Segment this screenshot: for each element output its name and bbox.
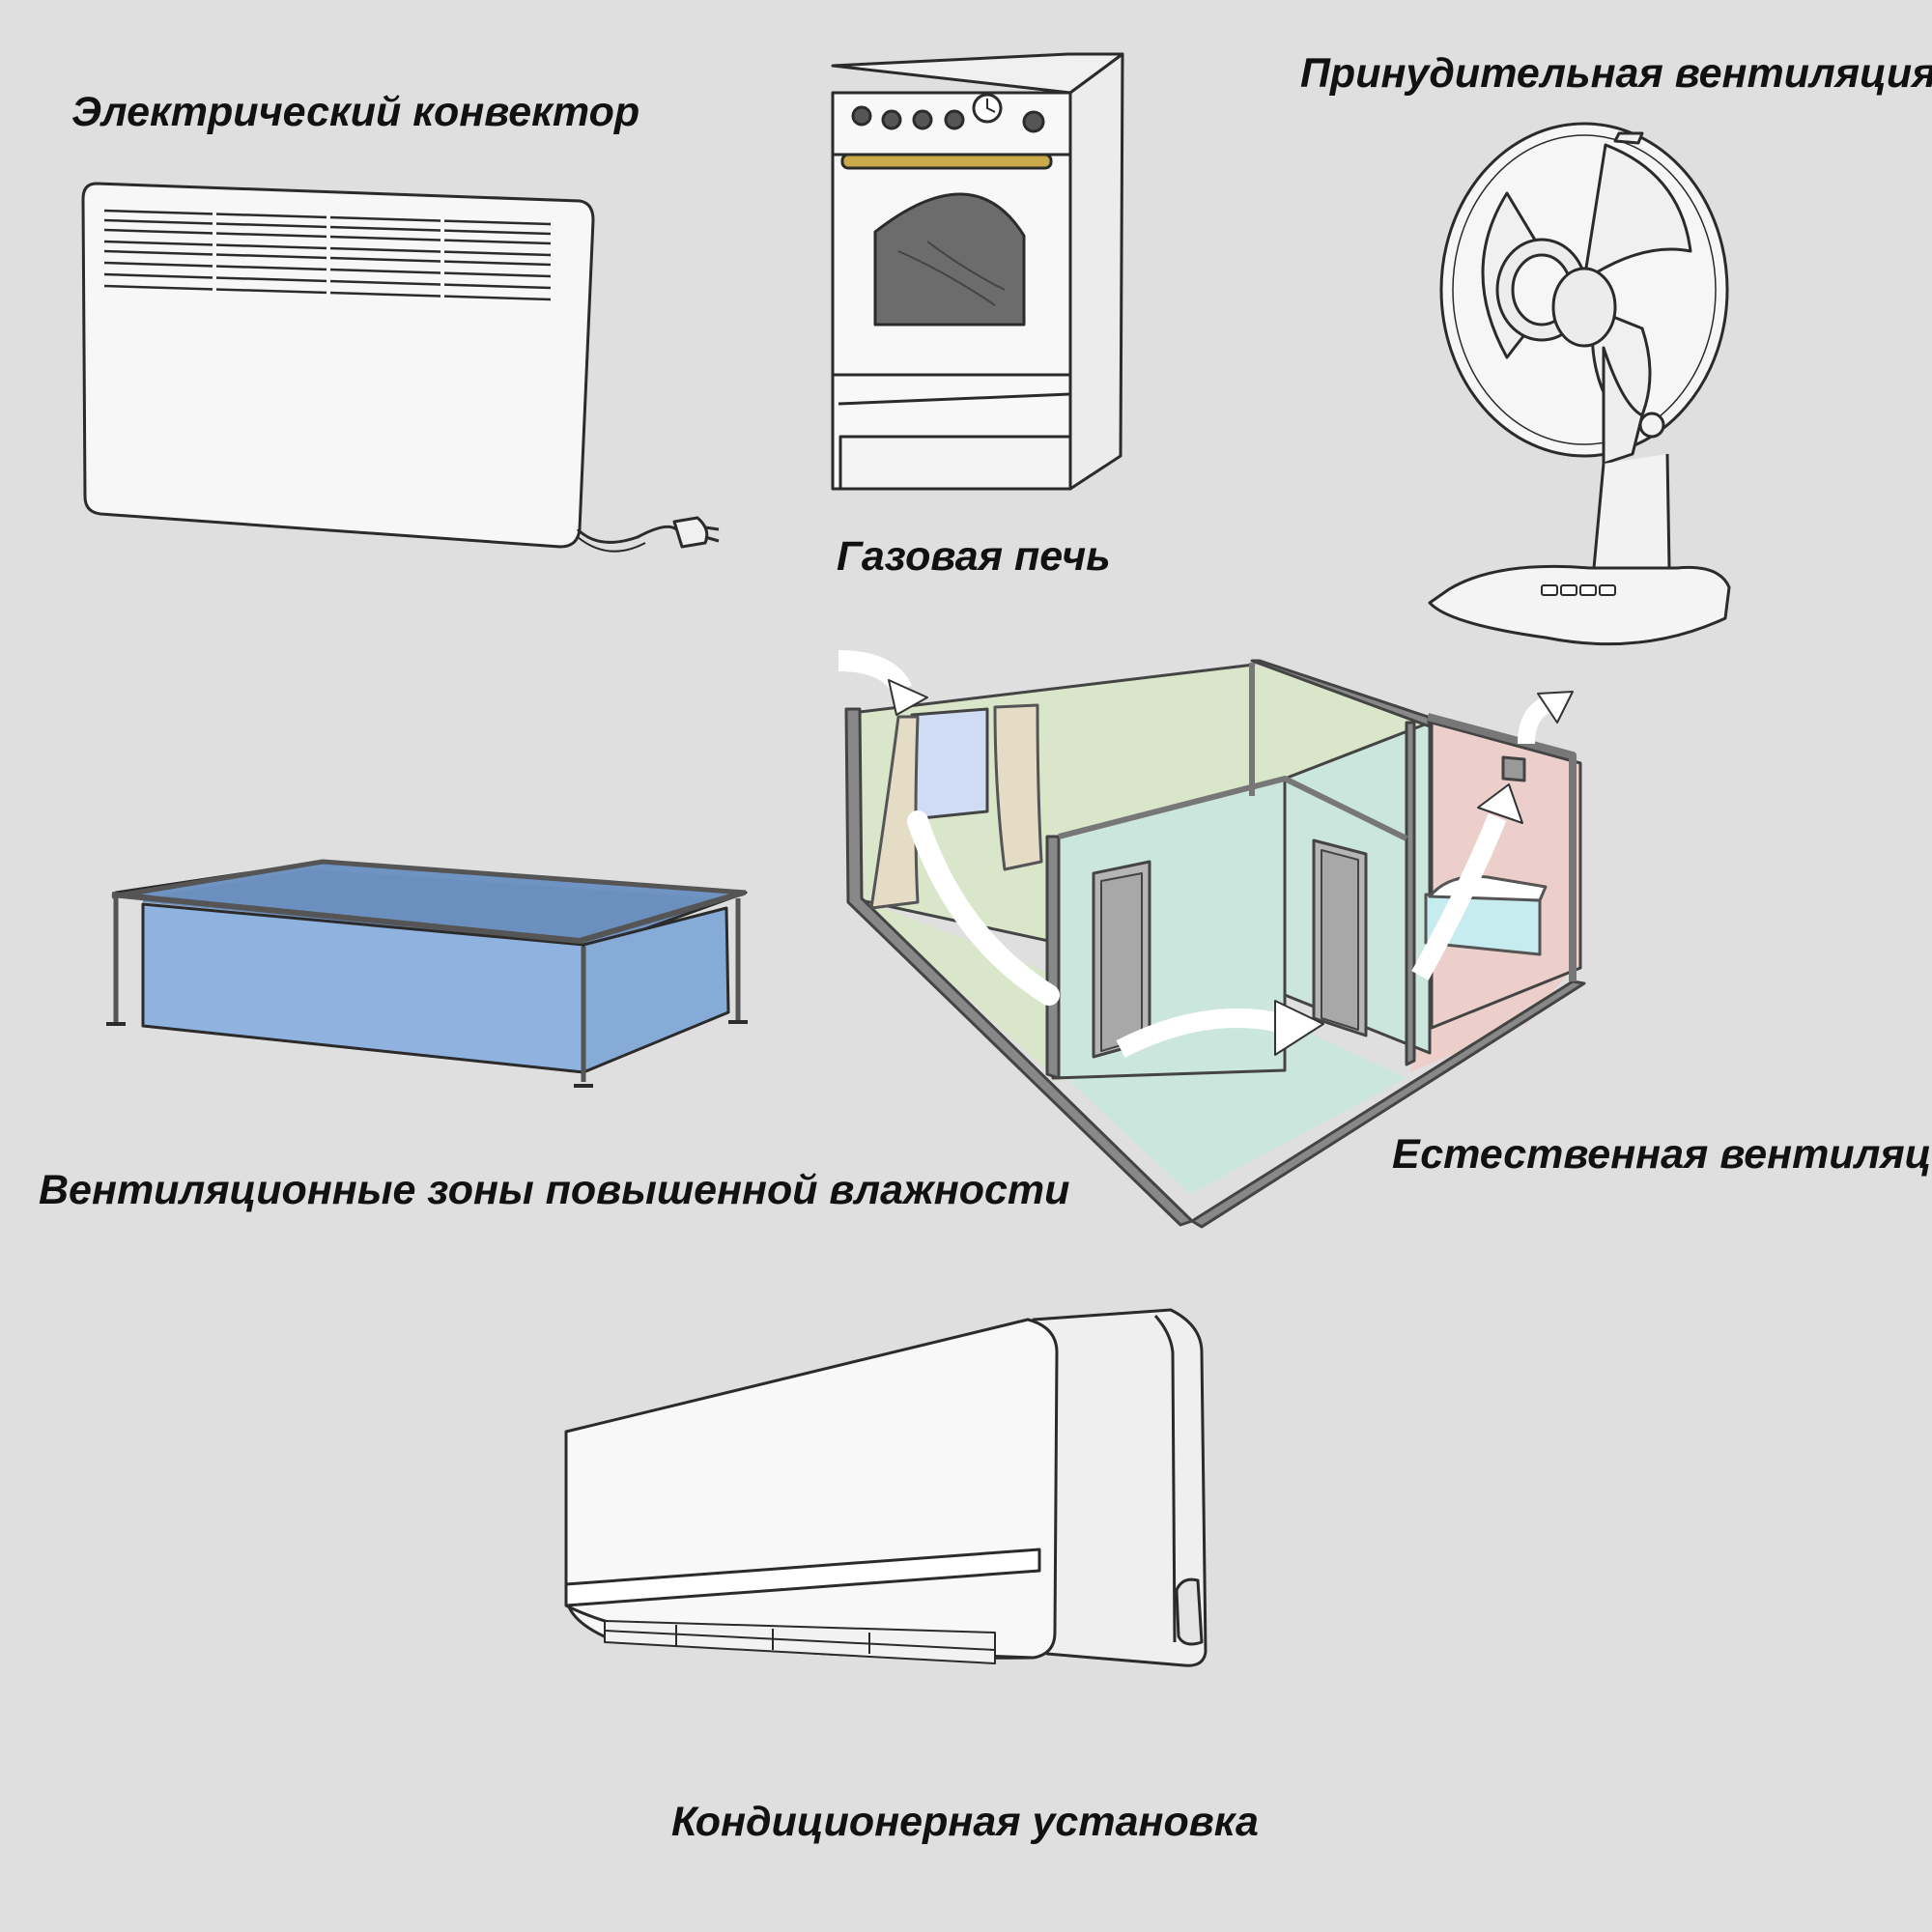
label-natural-ventilation: Естественная вентиляция <box>1392 1131 1932 1178</box>
label-forced-ventilation: Принудительная вентиляция <box>1300 50 1932 97</box>
split-air-conditioner-icon <box>564 1308 1208 1667</box>
gas-stove-icon <box>831 52 1124 491</box>
desk-fan-icon <box>1428 122 1731 646</box>
label-gas-stove: Газовая печь <box>837 533 1111 580</box>
label-electric-convector: Электрический конвектор <box>71 89 640 135</box>
electric-convector-icon <box>81 182 720 553</box>
label-air-conditioner: Кондиционерная установка <box>671 1799 1259 1845</box>
frame-pool-icon <box>106 859 748 1088</box>
house-cutaway-icon <box>838 650 1586 1229</box>
label-humid-zones: Вентиляционные зоны повышенной влажности <box>39 1167 1070 1213</box>
